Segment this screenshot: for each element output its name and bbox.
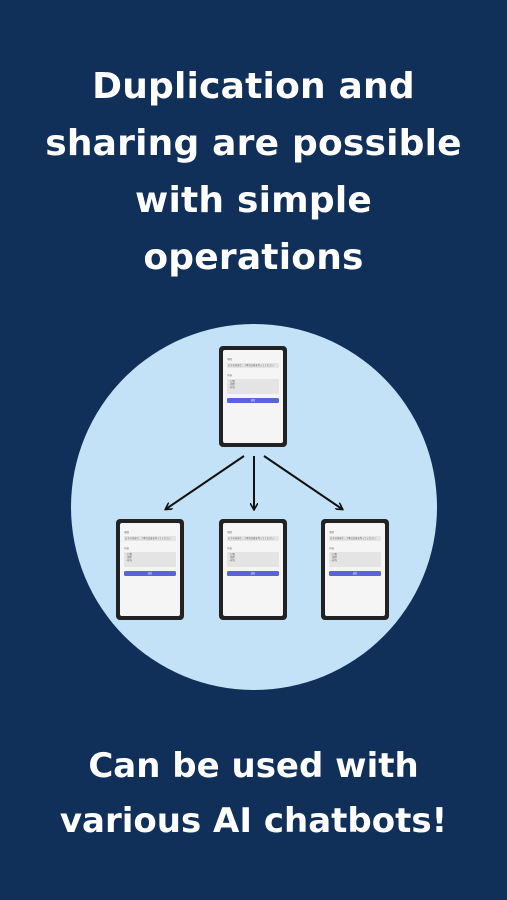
form-submit-button: 送信: [124, 571, 176, 576]
arrow-right: [263, 455, 342, 509]
tablet-copy-right: 項目 以下の内容で、丁寧な文章を作ってください 内容 ・日程 ・場所 ・担当 送…: [321, 519, 389, 620]
tablet-original: 項目 以下の内容で、丁寧な文章を作ってください 内容 ・日程 ・場所 ・担当 送…: [219, 346, 287, 447]
tablet-screen: 項目 以下の内容で、丁寧な文章を作ってください 内容 ・日程 ・場所 ・担当 送…: [223, 523, 283, 616]
form-label: 内容: [124, 547, 130, 550]
tagline: Can be used with various AI chatbots!: [0, 739, 507, 849]
headline-line-4: operations: [143, 237, 364, 278]
form-textarea: ・日程 ・場所 ・担当: [227, 379, 279, 394]
tablet-copy-center: 項目 以下の内容で、丁寧な文章を作ってください 内容 ・日程 ・場所 ・担当 送…: [219, 519, 287, 620]
form-label: 項目: [124, 531, 130, 534]
tagline-line-1: Can be used with: [88, 746, 419, 786]
form-label: 内容: [227, 374, 233, 377]
form-input: 以下の内容で、丁寧な文章を作ってください: [124, 536, 176, 541]
form-label: 内容: [227, 547, 233, 550]
tablet-screen: 項目 以下の内容で、丁寧な文章を作ってください 内容 ・日程 ・場所 ・担当 送…: [325, 523, 385, 616]
headline: Duplication and sharing are possible wit…: [0, 58, 507, 286]
headline-line-2: sharing are possible: [45, 123, 462, 164]
form-textarea: ・日程 ・場所 ・担当: [124, 552, 176, 567]
form-textarea: ・日程 ・場所 ・担当: [329, 552, 381, 567]
tagline-line-2: various AI chatbots!: [59, 801, 448, 841]
tablet-screen: 項目 以下の内容で、丁寧な文章を作ってください 内容 ・日程 ・場所 ・担当 送…: [120, 523, 180, 616]
form-input: 以下の内容で、丁寧な文章を作ってください: [227, 363, 279, 368]
form-submit-button: 送信: [329, 571, 381, 576]
form-label: 項目: [329, 531, 335, 534]
form-textarea: ・日程 ・場所 ・担当: [227, 552, 279, 567]
form-label: 項目: [227, 531, 233, 534]
form-label: 項目: [227, 358, 233, 361]
form-submit-button: 送信: [227, 571, 279, 576]
tablet-screen: 項目 以下の内容で、丁寧な文章を作ってください 内容 ・日程 ・場所 ・担当 送…: [223, 350, 283, 443]
arrow-left: [166, 455, 245, 509]
headline-line-3: with simple: [135, 180, 372, 221]
form-input: 以下の内容で、丁寧な文章を作ってください: [227, 536, 279, 541]
form-submit-button: 送信: [227, 398, 279, 403]
headline-line-1: Duplication and: [92, 66, 415, 107]
form-input: 以下の内容で、丁寧な文章を作ってください: [329, 536, 381, 541]
tablet-copy-left: 項目 以下の内容で、丁寧な文章を作ってください 内容 ・日程 ・場所 ・担当 送…: [116, 519, 184, 620]
form-label: 内容: [329, 547, 335, 550]
